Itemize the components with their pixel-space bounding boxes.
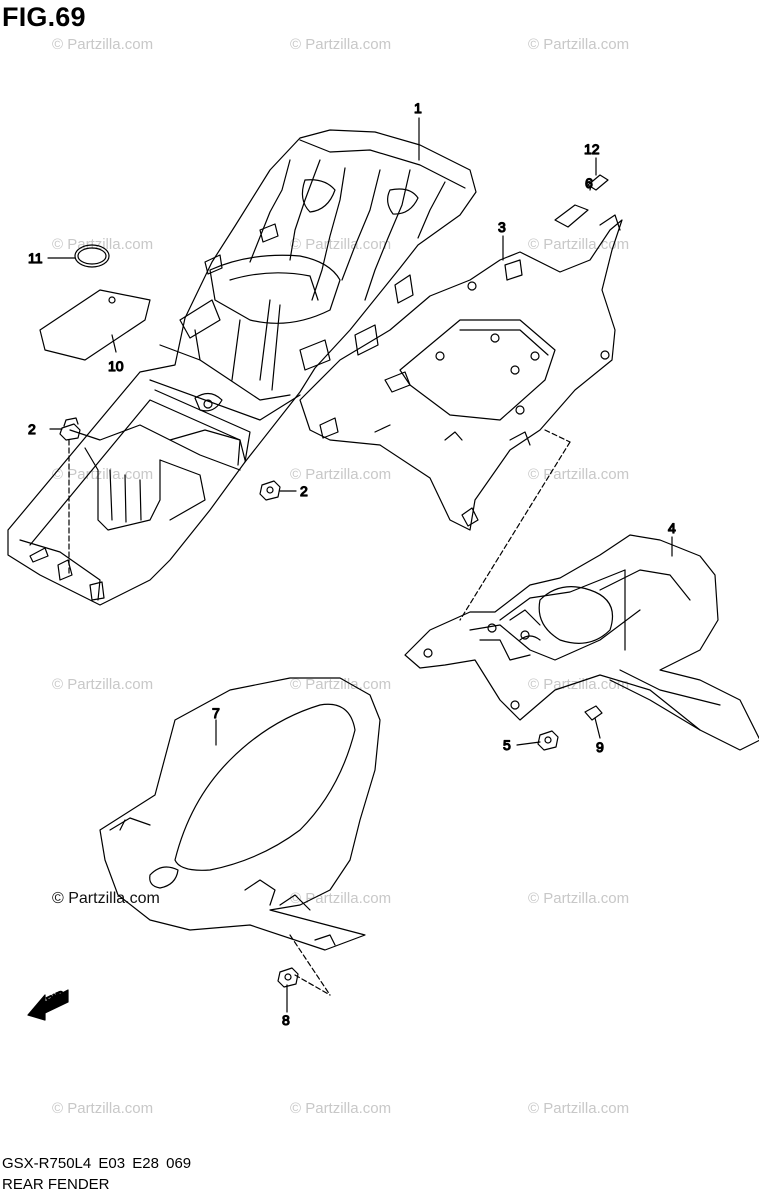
callout-2: 2 bbox=[28, 421, 36, 437]
watermark: © Partzilla.com bbox=[528, 890, 630, 907]
callout-6: 6 bbox=[585, 175, 593, 191]
part-7-rear-hugger bbox=[99, 677, 381, 996]
callout-12: 12 bbox=[584, 141, 600, 157]
watermark: © Partzilla.com bbox=[52, 236, 154, 253]
callout-10: 10 bbox=[108, 358, 124, 374]
callout-7: 7 bbox=[212, 705, 220, 721]
callout-3: 3 bbox=[498, 219, 506, 235]
watermark: © Partzilla.com bbox=[290, 1100, 392, 1117]
part-5-bolt bbox=[537, 730, 559, 751]
watermark: © Partzilla.com bbox=[528, 676, 630, 693]
callout-2: 2 bbox=[300, 483, 308, 499]
callout-4: 4 bbox=[668, 520, 676, 536]
callout-9: 9 bbox=[596, 739, 604, 755]
watermark: © Partzilla.com bbox=[52, 466, 154, 483]
watermark: © Partzilla.com bbox=[290, 36, 392, 53]
figure-title: FIG.69 bbox=[2, 2, 86, 32]
watermark: © Partzilla.com bbox=[52, 1100, 154, 1117]
model-code: GSX-R750L4 E03 E28 069 bbox=[2, 1155, 192, 1172]
watermark: © Partzilla.com bbox=[290, 890, 392, 907]
part-12-pad bbox=[587, 174, 609, 191]
part-2-bolt bbox=[259, 480, 281, 501]
watermark: © Partzilla.com bbox=[290, 236, 392, 253]
watermark: © Partzilla.com bbox=[52, 36, 154, 53]
watermark: © Partzilla.com bbox=[52, 676, 154, 693]
part-11-o-ring bbox=[74, 244, 110, 268]
part-3-inner-panel bbox=[299, 214, 623, 621]
callout-labels: 1 2 2 3 4 5 6 7 8 9 10 11 12 bbox=[27, 99, 676, 1028]
part-2-bolt bbox=[59, 417, 81, 576]
part-6-pad bbox=[554, 204, 589, 228]
watermark: © Partzilla.com bbox=[528, 36, 630, 53]
callout-5: 5 bbox=[503, 737, 511, 753]
part-1-rear-fender-frame bbox=[7, 129, 477, 606]
callout-1: 1 bbox=[414, 100, 422, 116]
watermark: © Partzilla.com bbox=[290, 466, 392, 483]
watermark: © Partzilla.com bbox=[290, 676, 392, 693]
leader-lines bbox=[47, 117, 673, 1013]
watermark: © Partzilla.com bbox=[528, 1100, 630, 1117]
callout-11: 11 bbox=[28, 250, 43, 266]
assembly-name: REAR FENDER bbox=[2, 1176, 110, 1193]
part-8-bolt bbox=[277, 967, 299, 988]
watermark: © Partzilla.com bbox=[528, 466, 630, 483]
part-9-nut bbox=[584, 705, 603, 721]
forward-arrow-icon: FWD bbox=[27, 988, 69, 1021]
callout-8: 8 bbox=[282, 1012, 290, 1028]
part-10-cover-plate bbox=[39, 289, 151, 361]
part-4-rear-fender-lower bbox=[404, 534, 759, 751]
watermark: © Partzilla.com bbox=[52, 890, 160, 907]
